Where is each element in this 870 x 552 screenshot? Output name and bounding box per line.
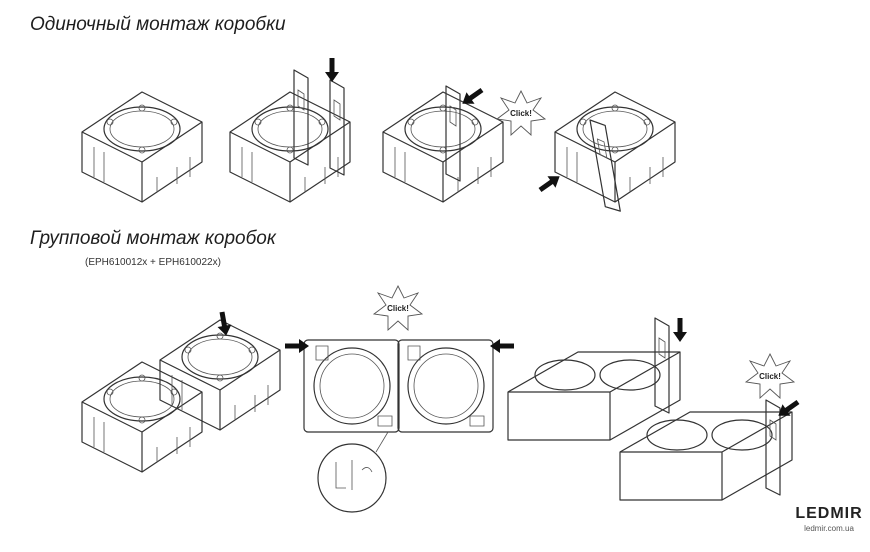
single-box-step-3 xyxy=(382,84,504,203)
arrow-icon xyxy=(325,58,339,82)
group-mount-heading: Групповой монтаж коробок xyxy=(30,228,276,249)
arrow-icon xyxy=(774,396,803,422)
group-boxes-top-view: Click! xyxy=(285,285,514,513)
single-mount-heading: Одиночный монтаж коробки xyxy=(30,14,286,35)
arrow-icon xyxy=(490,339,514,353)
click-label: Click! xyxy=(387,304,409,313)
arrow-icon xyxy=(458,84,487,110)
single-box-step-4 xyxy=(535,91,676,215)
arrow-icon xyxy=(673,318,687,342)
detail-zoom-circle xyxy=(317,443,387,513)
group-boxes-linked-1 xyxy=(507,317,687,441)
single-box-step-1 xyxy=(81,91,203,203)
click-label: Click! xyxy=(759,372,781,381)
brand-url: ledmir.com.ua xyxy=(804,524,854,533)
click-star-icon: Click! xyxy=(496,90,546,136)
click-star-icon: Click! xyxy=(373,285,423,331)
arrow-icon xyxy=(215,310,234,337)
group-model-note: (EPH610012x + EPH610022x) xyxy=(85,257,221,268)
group-boxes-isometric xyxy=(81,310,281,473)
brand-name: LEDMIR xyxy=(795,505,863,522)
group-boxes-linked-2: Click! xyxy=(619,353,803,501)
click-star-icon: Click! xyxy=(745,353,795,399)
single-box-step-2 xyxy=(229,58,351,203)
ledmir-logo: LEDMIR ledmir.com.ua xyxy=(793,505,865,533)
click-label: Click! xyxy=(510,109,532,118)
